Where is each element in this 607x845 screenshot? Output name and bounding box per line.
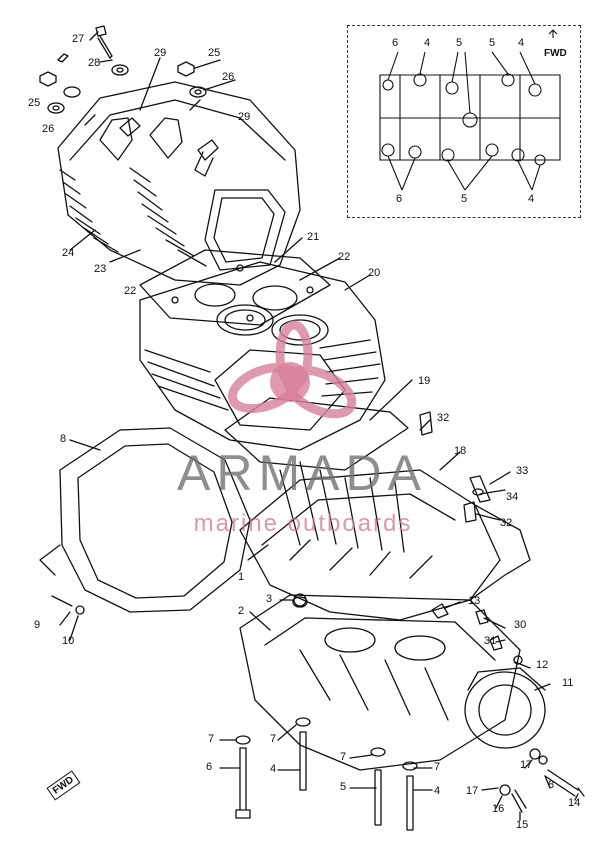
part-callout: 7 — [208, 733, 215, 745]
part-callout: 17 — [520, 759, 533, 771]
part-callout: 2 — [238, 605, 245, 617]
part-callout: 6 — [206, 761, 213, 773]
part-callout: 28 — [88, 57, 101, 69]
side-cover — [39, 427, 251, 613]
part-callout: 33 — [516, 465, 529, 477]
end-cover — [464, 667, 546, 749]
bolt-27 — [95, 25, 113, 59]
part-callout: 13 — [468, 595, 481, 607]
bolt-14 — [544, 769, 585, 797]
part-callout: 11 — [562, 677, 574, 689]
inset-frame — [347, 25, 581, 218]
part-callout: 26 — [222, 71, 235, 83]
bolt-9 — [51, 595, 73, 607]
crankcase-bolts — [235, 717, 418, 831]
part-callout: 20 — [368, 267, 381, 279]
inset-callout: 6 — [392, 37, 399, 49]
watermark-tagline: marine outboards — [193, 510, 413, 537]
part-callout: 16 — [492, 803, 505, 815]
inset-callout: 4 — [518, 37, 525, 49]
part-callout: 32 — [437, 412, 450, 424]
base-gasket — [224, 397, 409, 471]
watermark-brand: ARMADA — [177, 445, 427, 501]
part-callout: 34 — [506, 491, 519, 503]
part-callout: 3 — [266, 593, 273, 605]
part-callout: 7 — [434, 761, 441, 773]
part-callout: 25 — [208, 47, 221, 59]
inset-callout: 6 — [396, 193, 403, 205]
part-callout: 32 — [500, 517, 513, 529]
inset-callout: 4 — [528, 193, 535, 205]
inset-head-bolt-pattern — [379, 29, 561, 191]
part-callout: 22 — [338, 251, 351, 263]
part-callout: 10 — [62, 635, 75, 647]
part-callout: 12 — [536, 659, 549, 671]
part-callout: 15 — [516, 819, 529, 831]
inset-fwd-label: FWD — [544, 48, 567, 59]
head-gasket — [139, 249, 331, 326]
part-callout: 1 — [238, 571, 245, 583]
part-callout: 7 — [340, 751, 347, 763]
part-callout: 21 — [307, 231, 320, 243]
crankcase-lower — [239, 594, 521, 771]
part-callout: 4 — [434, 785, 441, 797]
part-callout: 26 — [42, 123, 55, 135]
part-callout: 7 — [270, 733, 277, 745]
inset-callout: 5 — [456, 37, 463, 49]
part-callout: 14 — [568, 797, 581, 809]
inset-callout: 4 — [424, 37, 431, 49]
part-callout: 23 — [94, 263, 107, 275]
part-callout: 4 — [270, 763, 277, 775]
cylinder-head — [57, 81, 301, 286]
part-callout: 25 — [28, 97, 41, 109]
part-callout: 5 — [340, 781, 347, 793]
part-callout: 18 — [454, 445, 467, 457]
part-callout: 30 — [514, 619, 527, 631]
bolt-15 — [511, 789, 527, 813]
part-callout: 8 — [548, 779, 555, 791]
inset-callout: 5 — [461, 193, 468, 205]
part-callout: 31 — [484, 635, 497, 647]
part-callout: 8 — [60, 433, 67, 445]
part-callout: 29 — [154, 47, 167, 59]
cylinder-block — [139, 261, 386, 451]
part-callout: 9 — [34, 619, 41, 631]
part-callout: 17 — [466, 785, 479, 797]
inset-callout: 5 — [489, 37, 496, 49]
part-callout: 27 — [72, 33, 85, 45]
part-callout: 24 — [62, 247, 75, 259]
part-callout: 29 — [238, 111, 251, 123]
part-callout: 22 — [124, 285, 137, 297]
part-callout: 19 — [418, 375, 431, 387]
